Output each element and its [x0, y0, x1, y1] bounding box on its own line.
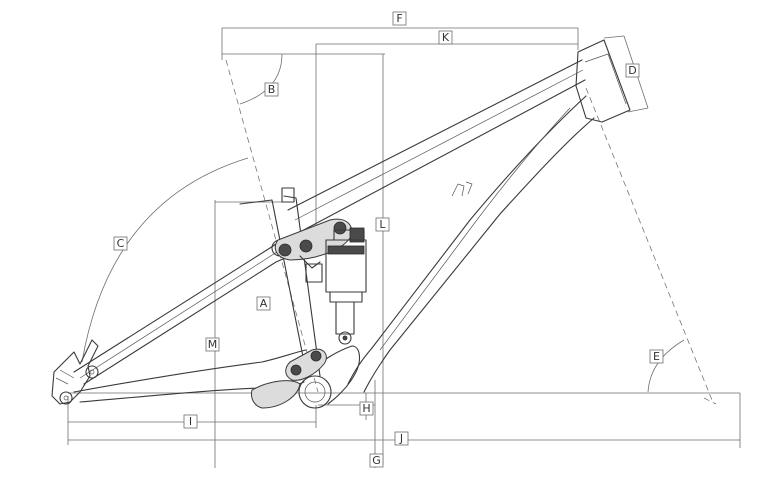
dimension-lines — [67, 27, 741, 468]
label-M: M — [205, 337, 220, 352]
label-F: F — [392, 11, 407, 26]
label-G: G — [369, 453, 384, 468]
svg-text:L: L — [379, 218, 386, 231]
label-D: D — [625, 63, 640, 78]
svg-text:B: B — [268, 83, 276, 96]
svg-text:H: H — [362, 402, 370, 415]
svg-text:D: D — [628, 64, 636, 77]
svg-text:J: J — [399, 432, 403, 445]
svg-text:E: E — [653, 350, 660, 363]
svg-text:G: G — [372, 454, 381, 467]
svg-text:M: M — [208, 338, 218, 351]
svg-text:I: I — [189, 415, 192, 428]
label-E: E — [649, 349, 664, 364]
label-A: A — [256, 296, 271, 311]
construction-lines — [225, 59, 717, 405]
label-I: I — [183, 414, 198, 429]
frame — [51, 39, 631, 409]
dimension-labels: F K D B C L A M — [113, 11, 664, 468]
label-H: H — [359, 401, 374, 416]
label-J: J — [394, 431, 409, 446]
svg-text:A: A — [260, 297, 268, 310]
label-L: L — [375, 217, 390, 232]
label-K: K — [438, 30, 453, 45]
shock-absorber — [305, 227, 367, 345]
label-C: C — [113, 236, 128, 251]
svg-text:F: F — [396, 12, 402, 25]
label-B: B — [264, 82, 279, 97]
svg-text:K: K — [442, 31, 450, 44]
svg-text:C: C — [117, 237, 125, 250]
